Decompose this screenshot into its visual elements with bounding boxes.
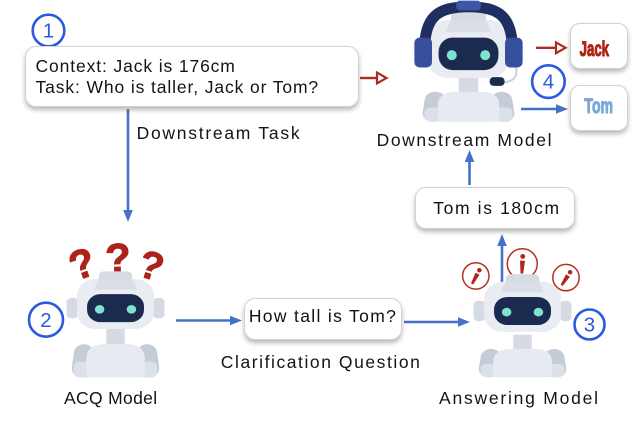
svg-text:3: 3 [584,314,595,337]
svg-text:1: 1 [43,20,54,43]
svg-text:2: 2 [40,309,51,332]
svg-text:4: 4 [543,71,554,94]
